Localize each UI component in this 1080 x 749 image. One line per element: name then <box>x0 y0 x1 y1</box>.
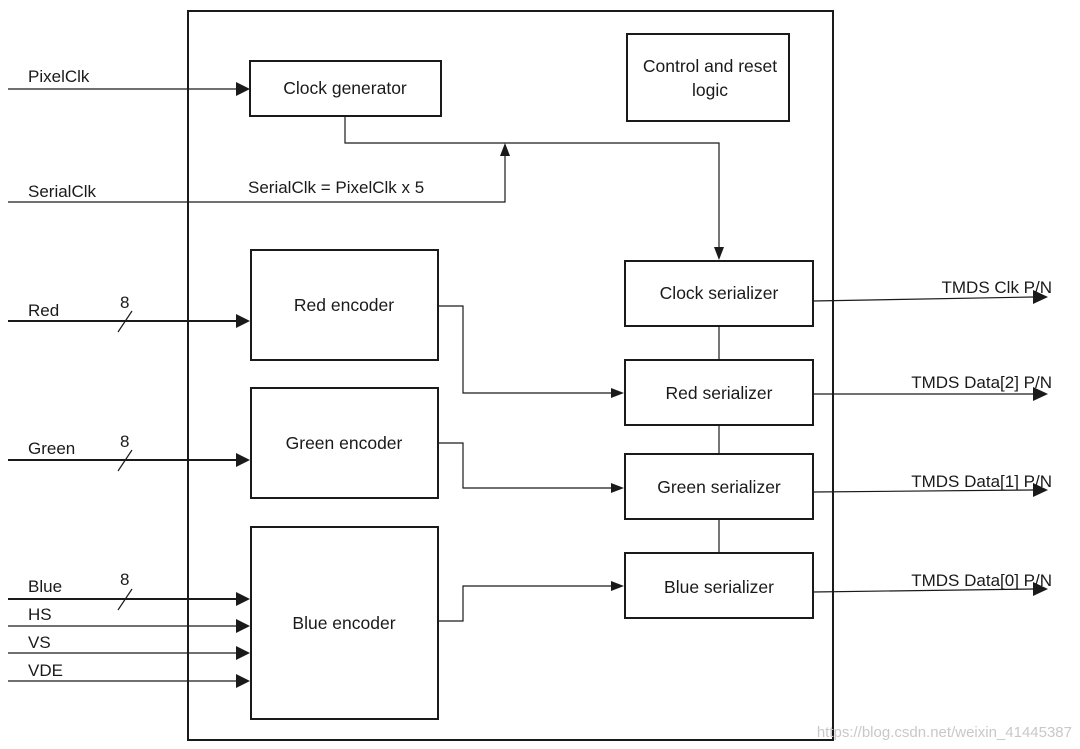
blue-bus-width: 8 <box>120 570 129 589</box>
red-serializer-input-arrow <box>611 388 624 398</box>
clock-serializer-block: Clock serializer <box>624 260 814 327</box>
tmds-data1-output: TMDS Data[1] P/N <box>812 472 1052 497</box>
blue-serializer-input-arrow <box>611 581 624 591</box>
red-bus-width: 8 <box>120 293 129 312</box>
vde-label: VDE <box>28 661 63 680</box>
red-encoder-label: Red encoder <box>294 295 394 315</box>
blue-encoder-to-serializer-wire <box>438 585 611 622</box>
vs-label: VS <box>28 633 51 652</box>
tmds-clk-label: TMDS Clk P/N <box>942 278 1053 297</box>
control-reset-label-line1: Control and reset <box>643 56 777 76</box>
tmds-clk-output: TMDS Clk P/N <box>812 278 1053 304</box>
serialclk-input: SerialClk <box>8 143 510 203</box>
red-bus-slash <box>117 310 133 333</box>
red-encoder-block: Red encoder <box>250 249 439 361</box>
green-encoder-label: Green encoder <box>286 433 403 453</box>
clock-relation-annotation: SerialClk = PixelClk x 5 <box>248 178 424 197</box>
hs-input: HS <box>8 605 250 633</box>
green-encoder-block: Green encoder <box>250 387 439 499</box>
pixelclk-label: PixelClk <box>28 67 90 86</box>
tmds-data2-label: TMDS Data[2] P/N <box>911 373 1052 392</box>
blue-serializer-block: Blue serializer <box>624 552 814 619</box>
module-frame <box>187 10 834 741</box>
hs-label: HS <box>28 605 52 624</box>
green-serializer-label: Green serializer <box>657 477 781 497</box>
tmds-data0-output: TMDS Data[0] P/N <box>812 571 1052 596</box>
tmds-data1-label: TMDS Data[1] P/N <box>911 472 1052 491</box>
red-input: Red 8 <box>8 293 250 333</box>
serialclk-label: SerialClk <box>28 182 97 201</box>
green-serializer-input-arrow <box>611 483 624 493</box>
red-encoder-to-serializer-wire <box>438 305 611 394</box>
clock-generator-label: Clock generator <box>283 78 407 98</box>
blue-serializer-label: Blue serializer <box>664 577 774 597</box>
green-encoder-to-serializer-wire <box>438 442 611 489</box>
control-reset-label-line2: logic <box>692 80 728 100</box>
green-bus-slash <box>117 449 133 472</box>
blue-encoder-block: Blue encoder <box>250 526 439 720</box>
green-bus-width: 8 <box>120 432 129 451</box>
red-serializer-block: Red serializer <box>624 359 814 426</box>
blue-bus-slash <box>117 588 133 611</box>
red-serializer-label: Red serializer <box>666 383 773 403</box>
green-serializer-block: Green serializer <box>624 453 814 520</box>
green-label: Green <box>28 439 75 458</box>
blue-label: Blue <box>28 577 62 596</box>
green-input: Green 8 <box>8 432 250 472</box>
clock-serializer-input-arrow <box>714 247 724 260</box>
blue-input: Blue 8 <box>8 570 250 611</box>
watermark: https://blog.csdn.net/weixin_41445387 <box>817 724 1072 741</box>
vde-input: VDE <box>8 661 250 688</box>
tmds-data0-label: TMDS Data[0] P/N <box>911 571 1052 590</box>
tmds-data2-output: TMDS Data[2] P/N <box>813 373 1052 401</box>
control-reset-block: Control and reset logic <box>626 33 790 122</box>
vs-input: VS <box>8 633 250 660</box>
clock-generator-block: Clock generator <box>249 60 442 117</box>
red-label: Red <box>28 301 59 320</box>
clock-gen-to-serializer-wire <box>344 116 720 247</box>
pixelclk-input: PixelClk <box>8 67 250 96</box>
clock-serializer-label: Clock serializer <box>660 283 779 303</box>
blue-encoder-label: Blue encoder <box>292 613 395 633</box>
